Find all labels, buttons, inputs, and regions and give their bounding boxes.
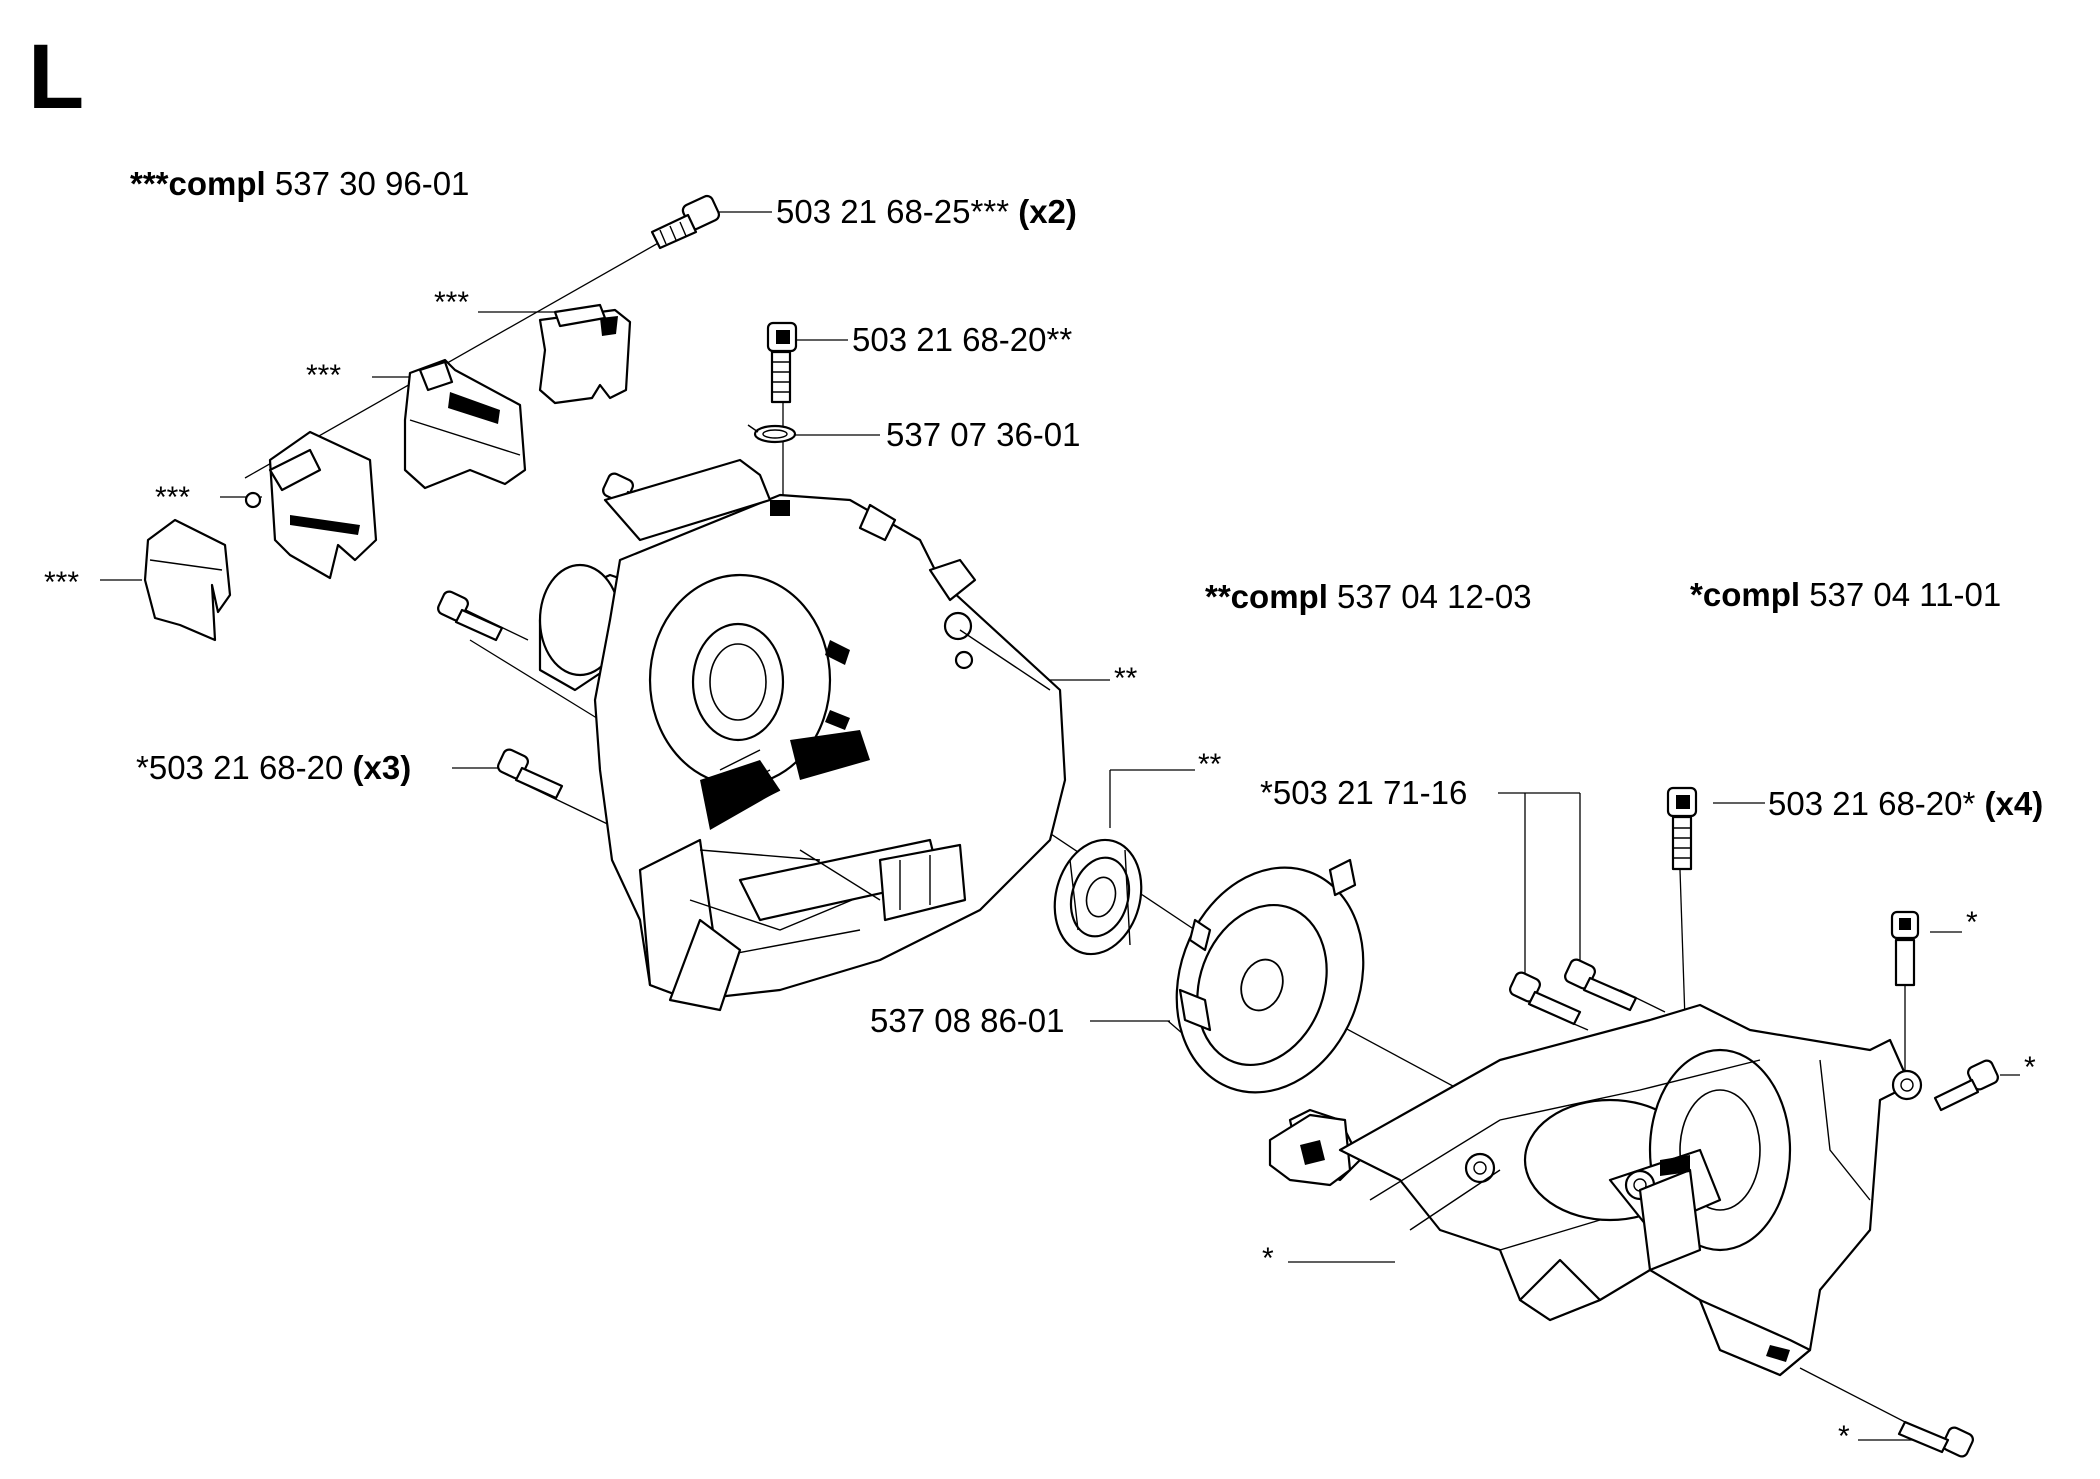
cylinder-sleeve-upper-mid: [403, 358, 527, 490]
callout-crankcase-right: *: [1262, 1242, 1274, 1275]
screw-503-21-68-20-x4: [1666, 786, 1698, 871]
section-letter: L: [28, 26, 84, 128]
callout-labels: 503 21 68-25*** (x2) 503 21 68-20** 537 …: [44, 193, 2043, 1453]
bearing: [1053, 838, 1143, 956]
callout-sleeve-upper-mid: ***: [306, 359, 341, 392]
callout-sleeve-lower-mid: ***: [155, 481, 190, 514]
callout-crankcase-left: **: [1114, 662, 1138, 695]
callout-503-21-68-20-top: 503 21 68-20**: [852, 321, 1072, 358]
screw-503-21-68-25: [650, 194, 721, 250]
cylinder-sleeve-lower-mid: [244, 430, 378, 580]
screw-left: [437, 590, 504, 642]
callout-bearing: **: [1198, 748, 1222, 781]
screw-bottom-right: [1897, 1420, 1974, 1458]
callout-537-08-86-01: 537 08 86-01: [870, 1002, 1065, 1039]
callout-503-21-68-20-x4: 503 21 68-20* (x4): [1768, 785, 2043, 822]
callout-503-21-68-20-x3: *503 21 68-20 (x3): [136, 749, 411, 786]
screw-right-horizontal: [1933, 1059, 1999, 1112]
screw-503-21-68-20-x3: [497, 748, 564, 800]
screw-503-21-68-20-top: [766, 321, 798, 404]
callout-screw-right-horizontal: *: [2024, 1051, 2036, 1084]
callout-sleeve-bottom: ***: [44, 566, 79, 599]
crankcase-half-left: [538, 458, 1067, 1012]
crankcase-half-right: [1268, 1003, 1923, 1377]
cylinder-sleeve-bottom: [143, 518, 232, 642]
kit-heading-single-star: *compl 537 04 11-01: [1690, 576, 2001, 613]
callout-screw-bottom-right: *: [1838, 1420, 1850, 1453]
fan-cover-537-08-86-01: [1175, 858, 1365, 1094]
callout-503-21-71-16: *503 21 71-16: [1260, 774, 1467, 811]
cylinder-sleeve-top: [538, 303, 632, 405]
screw-right-vertical: [1890, 910, 1920, 987]
circlip-537-07-36-01: [747, 424, 797, 444]
callout-screw-right-vertical: *: [1966, 906, 1978, 939]
kit-heading-triple-star: ***compl 537 30 96-01: [130, 165, 469, 202]
kit-heading-double-star: **compl 537 04 12-03: [1205, 578, 1532, 615]
screw-503-21-71-16-b: [1564, 958, 1638, 1012]
screw-503-21-71-16-a: [1509, 971, 1582, 1026]
callout-537-07-36-01: 537 07 36-01: [886, 416, 1081, 453]
callout-sleeve-top: ***: [434, 286, 469, 319]
callout-503-21-68-25: 503 21 68-25*** (x2): [776, 193, 1077, 230]
